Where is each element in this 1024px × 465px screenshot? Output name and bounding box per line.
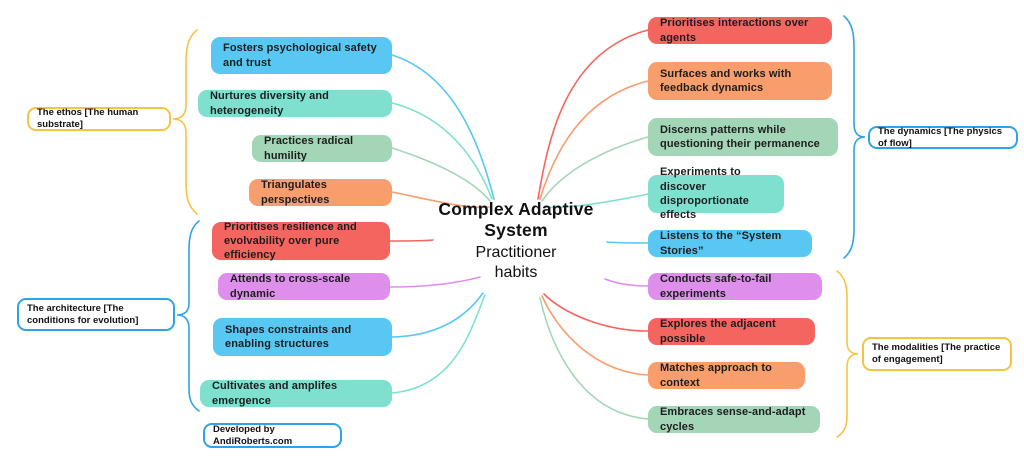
branch-label-ethos[interactable]: The ethos [The human substrate]: [27, 107, 171, 131]
node-label: Surfaces and works with feedback dynamic…: [660, 67, 792, 94]
node-label: Embraces sense-and-adapt cycles: [660, 406, 806, 433]
connector-dynamics-0: [537, 29, 649, 200]
node-nurtures-diversity[interactable]: Nurtures diversity and heterogeneity: [198, 90, 392, 117]
branch-label-dynamics[interactable]: The dynamics [The physics of flow]: [868, 126, 1018, 149]
node-label: Nurtures diversity and heterogeneity: [210, 90, 329, 117]
branch-label-architecture-text: The architecture [The conditions for evo…: [27, 302, 139, 326]
branch-label-modalities[interactable]: The modalities [The practice of engageme…: [862, 337, 1012, 371]
root-subtitle: Practitioner habits: [475, 243, 557, 281]
node-explores-adjacent-possible[interactable]: Explores the adjacent possible: [648, 318, 815, 345]
node-surfaces-feedback[interactable]: Surfaces and works with feedback dynamic…: [648, 62, 832, 100]
node-discerns-patterns[interactable]: Discerns patterns while questioning thei…: [648, 118, 838, 156]
branch-label-ethos-text: The ethos [The human substrate]: [37, 107, 139, 130]
credit-badge[interactable]: Developed by AndiRoberts.com: [203, 423, 342, 448]
connector-dynamics-2: [541, 136, 649, 202]
node-attends-cross-scale[interactable]: Attends to cross-scale dynamic: [218, 273, 390, 300]
node-conducts-safe-to-fail[interactable]: Conducts safe-to-fail experiments: [648, 273, 822, 300]
branch-label-modalities-text: The modalities [The practice of engageme…: [872, 342, 1001, 365]
node-label: Discerns patterns while questioning thei…: [660, 123, 820, 150]
bracket-modalities: [836, 270, 859, 438]
connector-architecture-3: [391, 294, 486, 394]
node-label: Experiments to discover disproportionate…: [660, 166, 749, 222]
node-label: Attends to cross-scale dynamic: [230, 273, 351, 300]
root-node[interactable]: Complex Adaptive System Practitioner hab…: [421, 199, 611, 283]
node-embraces-sense-adapt[interactable]: Embraces sense-and-adapt cycles: [648, 406, 820, 433]
connector-ethos-0: [391, 54, 495, 200]
node-listens-system-stories[interactable]: Listens to the “System Stories”: [648, 230, 812, 257]
node-label: Conducts safe-to-fail experiments: [660, 273, 772, 300]
node-label: Cultivates and amplifes emergence: [212, 380, 338, 407]
node-cultivates-emergence[interactable]: Cultivates and amplifes emergence: [200, 380, 392, 407]
bracket-ethos: [172, 29, 198, 215]
connector-architecture-2: [391, 292, 484, 338]
node-label: Explores the adjacent possible: [660, 318, 776, 345]
node-triangulates-perspectives[interactable]: Triangulates perspectives: [249, 179, 392, 206]
node-label: Shapes constraints and enabling structur…: [225, 323, 352, 350]
connector-modalities-2: [541, 295, 649, 376]
connector-dynamics-4: [606, 241, 649, 244]
branch-label-dynamics-text: The dynamics [The physics of flow]: [878, 125, 1003, 149]
node-matches-approach-context[interactable]: Matches approach to context: [648, 362, 805, 389]
connector-modalities-0: [604, 278, 649, 287]
connector-ethos-2: [391, 147, 491, 202]
connector-modalities-3: [539, 297, 649, 420]
root-title: Complex Adaptive System: [438, 199, 594, 241]
node-practices-radical-humility[interactable]: Practices radical humility: [252, 135, 392, 162]
node-prioritises-resilience[interactable]: Prioritises resilience and evolvability …: [212, 220, 390, 262]
credit-text: Developed by AndiRoberts.com: [213, 423, 293, 447]
node-label: Matches approach to context: [660, 362, 772, 389]
node-label: Triangulates perspectives: [261, 179, 330, 206]
bracket-architecture: [176, 220, 200, 412]
node-label: Prioritises interactions over agents: [660, 17, 809, 44]
node-label: Fosters psychological safety and trust: [223, 42, 377, 69]
node-experiments-disproportionate[interactable]: Experiments to discover disproportionate…: [648, 166, 784, 221]
node-label: Prioritises resilience and evolvability …: [224, 220, 357, 262]
connector-ethos-1: [391, 102, 493, 200]
node-shapes-constraints[interactable]: Shapes constraints and enabling structur…: [213, 318, 392, 356]
node-label: Listens to the “System Stories”: [660, 230, 782, 257]
connector-dynamics-1: [539, 80, 649, 200]
node-fosters-psychological-safety[interactable]: Fosters psychological safety and trust: [211, 37, 392, 74]
connector-modalities-1: [543, 293, 649, 332]
node-label: Practices radical humility: [264, 135, 354, 162]
node-prioritises-interactions[interactable]: Prioritises interactions over agents: [648, 17, 832, 44]
bracket-dynamics: [843, 15, 866, 259]
branch-label-architecture[interactable]: The architecture [The conditions for evo…: [17, 298, 175, 331]
